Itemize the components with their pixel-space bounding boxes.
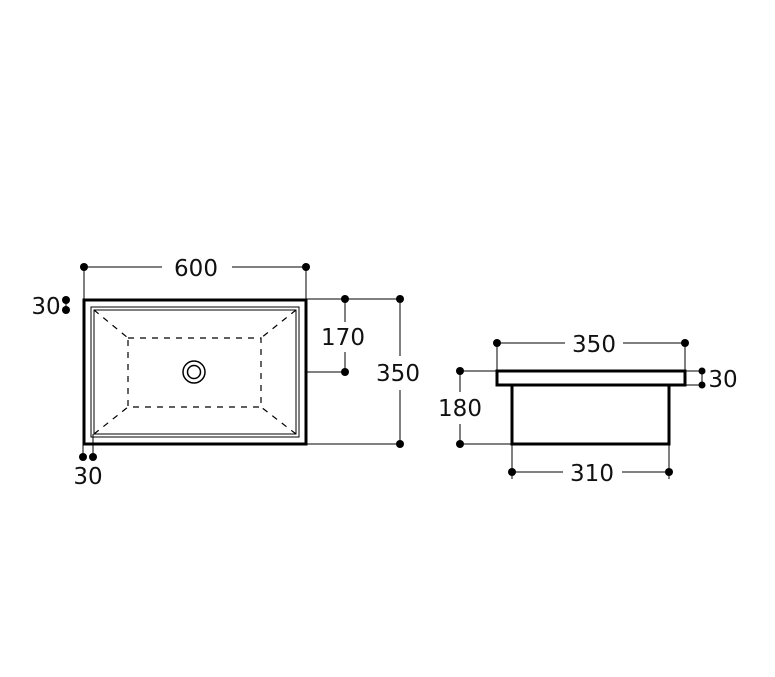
dim-350-label: 350 <box>376 361 420 387</box>
basin-inner-rim <box>93 309 297 435</box>
bowl-slope-br <box>260 406 297 435</box>
dim-side-30-dot-bottom <box>698 381 706 389</box>
bowl-slope-bl <box>93 406 129 435</box>
dim-600-dot-right <box>302 263 310 271</box>
dim-side-350-dot-right <box>681 339 689 347</box>
bowl-slope-tl <box>93 309 129 339</box>
dim-rim-top-label: 30 <box>31 294 60 320</box>
dim-side-30-dot-top <box>698 367 706 375</box>
bowl-bottom-dashed <box>127 337 262 408</box>
dim-rim-side-dot-2 <box>89 453 97 461</box>
dim-side-350-label: 350 <box>572 332 616 358</box>
dim-rim-top-dot-2 <box>62 306 70 314</box>
dim-side-180-dot-top <box>456 367 464 375</box>
drain-icon <box>182 360 206 384</box>
dim-350-dot-top <box>396 295 404 303</box>
dim-600-dot-left <box>80 263 88 271</box>
dim-side-350-dot-left <box>493 339 501 347</box>
dim-rim-side-label: 30 <box>73 464 102 490</box>
dim-side-180-label: 180 <box>438 396 482 422</box>
side-view: 350 30 180 310 <box>438 332 738 487</box>
dim-side-30-label: 30 <box>708 367 737 393</box>
side-bowl-body <box>510 385 671 446</box>
drain-inner <box>186 364 202 380</box>
dim-side-310-label: 310 <box>570 461 614 487</box>
dim-side-310-dot-left <box>508 468 516 476</box>
side-rim-slab <box>495 369 687 387</box>
basin-outer-outline <box>82 298 308 446</box>
dim-170-label: 170 <box>321 325 365 351</box>
bowl-slope-tr <box>260 309 297 339</box>
dim-170-dot-bottom <box>341 368 349 376</box>
dim-600-label: 600 <box>174 256 218 282</box>
top-view: 600 30 30 350 170 <box>31 256 420 490</box>
dim-side-310-dot-right <box>665 468 673 476</box>
dim-170-dot-top <box>341 295 349 303</box>
dim-rim-top-dot-1 <box>62 296 70 304</box>
basin-inner-rim-2 <box>90 306 300 438</box>
dim-side-180-dot-bottom <box>456 440 464 448</box>
dim-rim-side-dot-1 <box>79 453 87 461</box>
dim-350-dot-bottom <box>396 440 404 448</box>
